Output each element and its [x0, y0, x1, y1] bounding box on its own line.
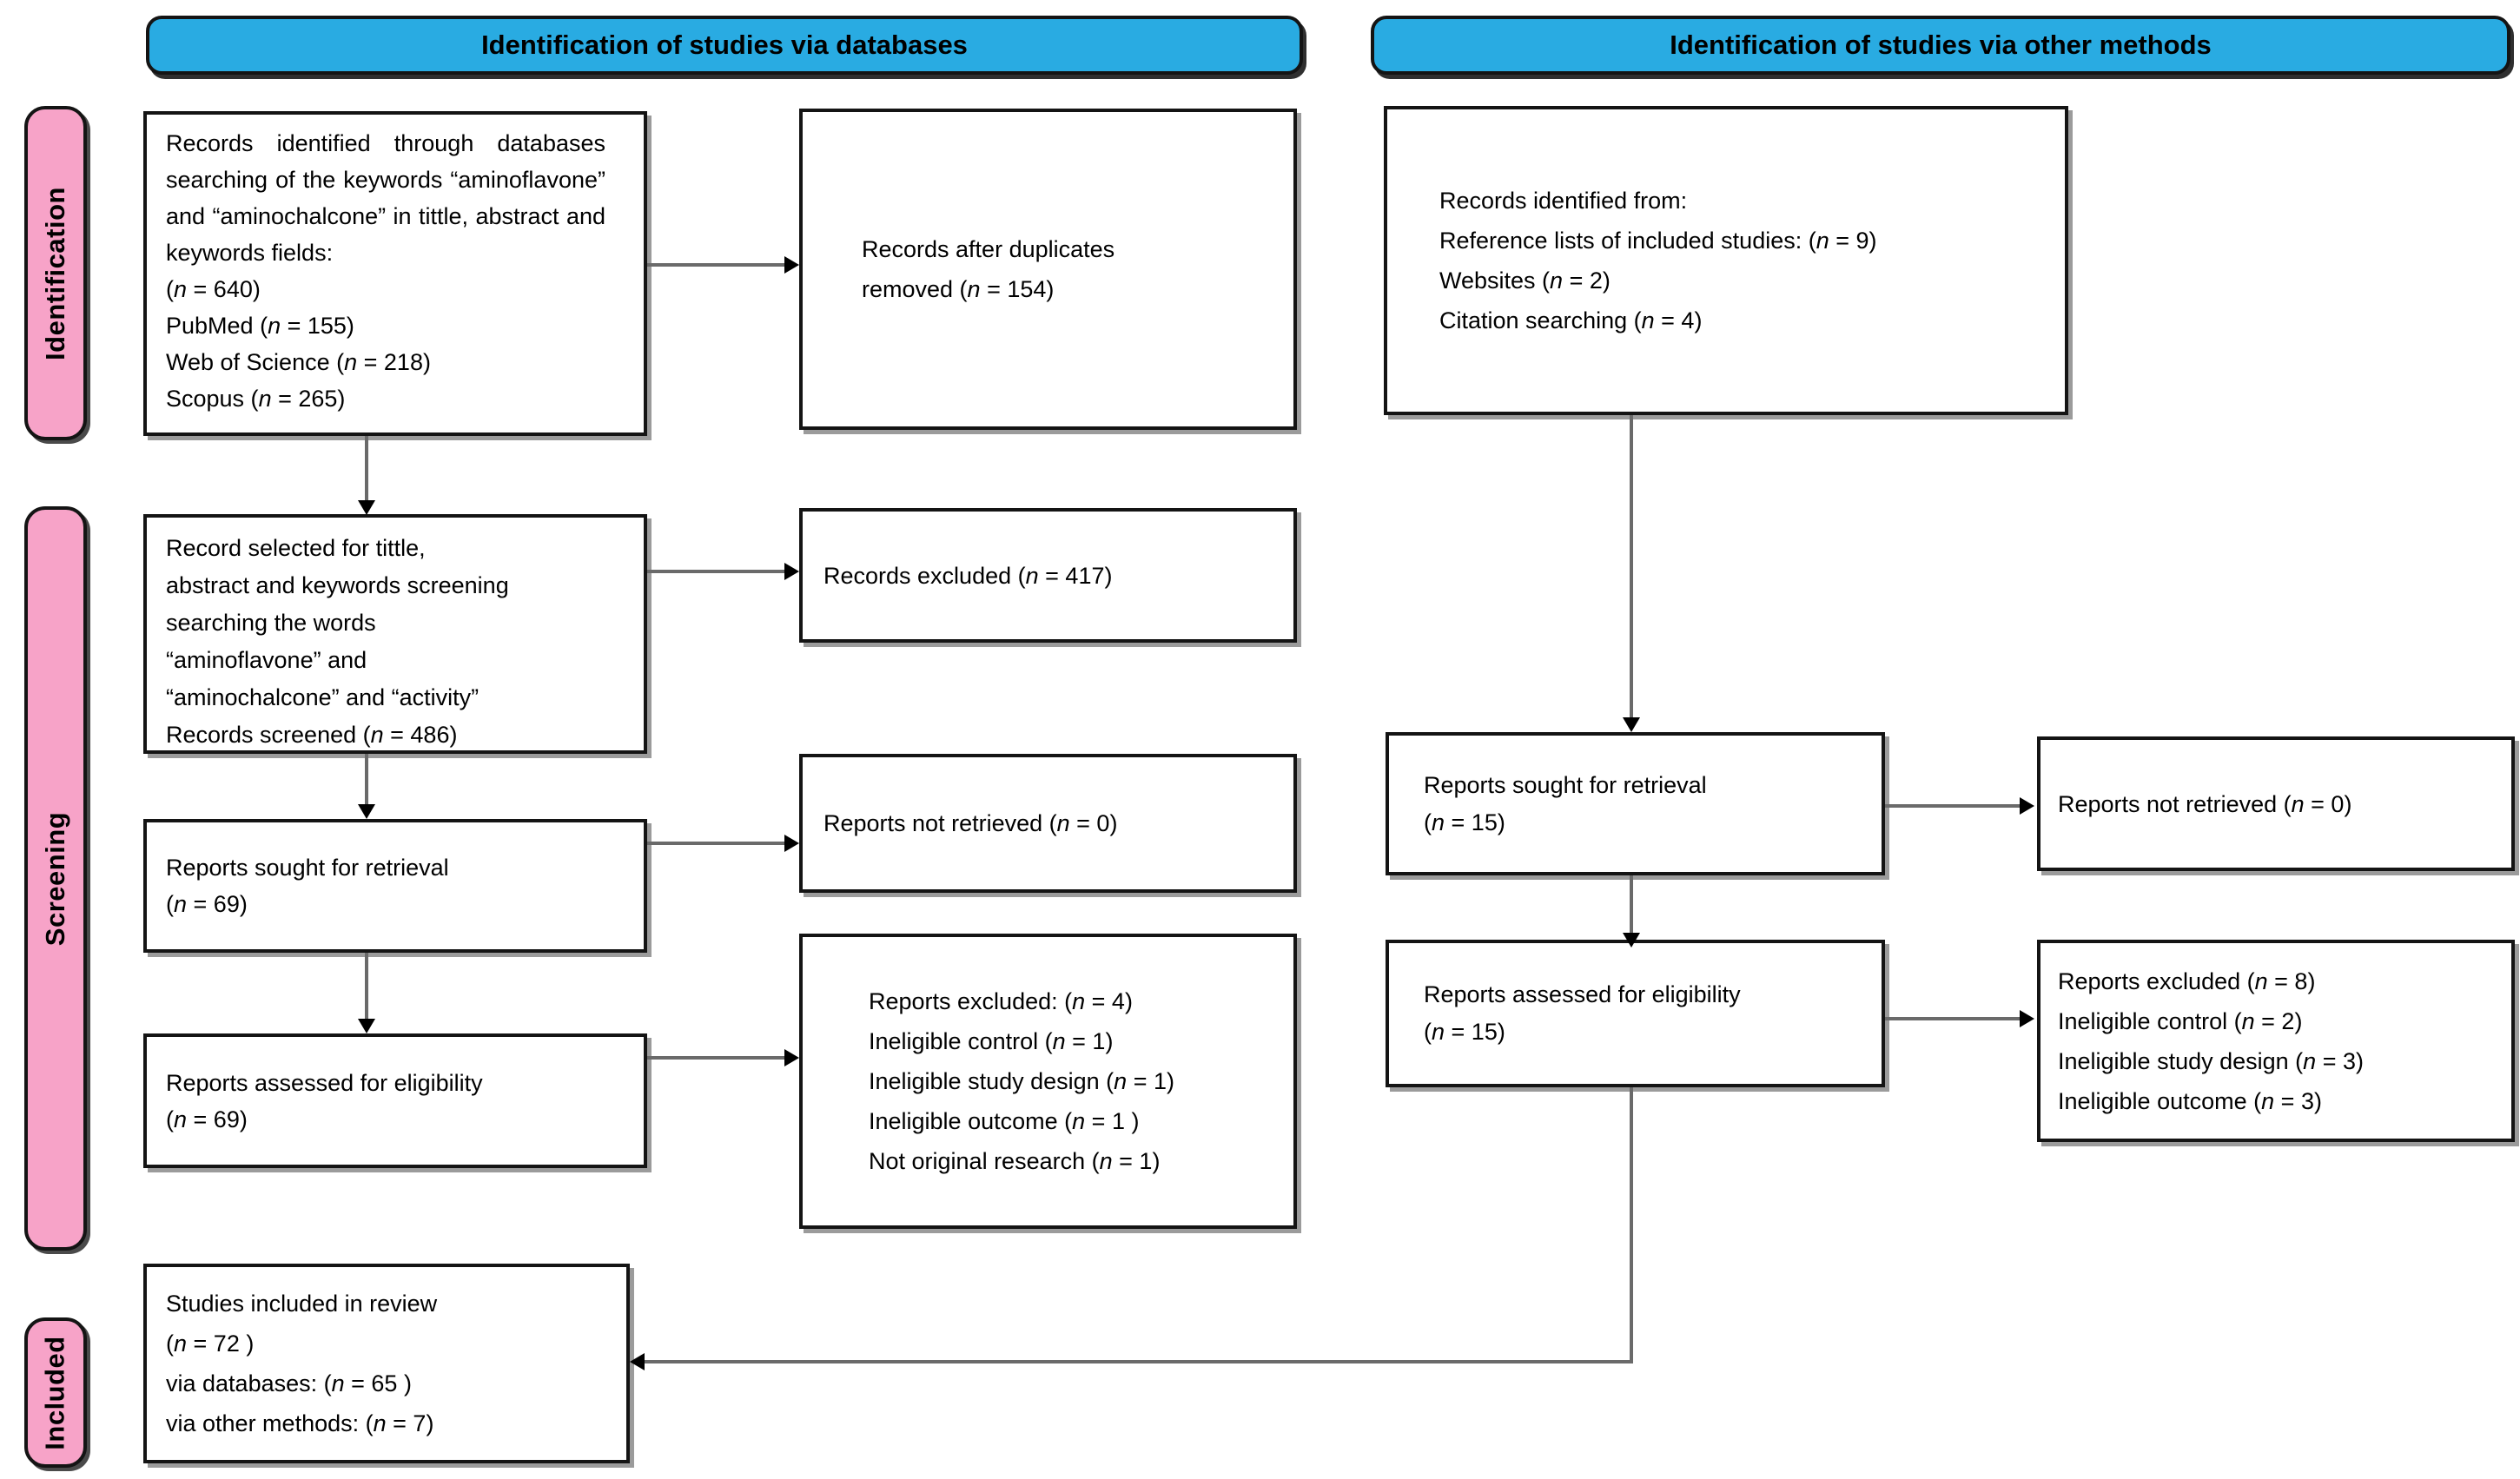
text-line: Reports assessed for eligibility [1424, 981, 1741, 1007]
arrowhead-identified-to-duplicates [784, 256, 799, 274]
text-line: Ineligible control (n = 1) [869, 1028, 1114, 1054]
box-records-identified-other: Records identified from: Reference lists… [1384, 106, 2068, 415]
box-reports-not-retrieved-databases: Reports not retrieved (n = 0) [799, 754, 1297, 893]
text-line: via other methods: (n = 7) [166, 1410, 434, 1436]
arrowhead-other-assessed-to-included [630, 1353, 645, 1370]
box-studies-included: Studies included in review (n = 72 ) via… [143, 1264, 630, 1463]
text-line: (n = 640) [166, 276, 261, 302]
header-other-methods-label: Identification of studies via other meth… [1670, 30, 2212, 60]
text-line: Record selected for tittle, [166, 535, 426, 561]
header-databases: Identification of studies via databases [146, 16, 1303, 75]
box-reports-excluded-databases: Reports excluded: (n = 4) Ineligible con… [799, 934, 1297, 1229]
text-line: Citation searching (n = 4) [1439, 307, 1703, 333]
arrow-other-sought-to-assessed [1630, 875, 1633, 936]
arrowhead-screened-to-sought [358, 804, 375, 819]
box-reports-excluded-other: Reports excluded (n = 8) Ineligible cont… [2037, 940, 2515, 1142]
arrowhead-assessed-to-excluded [784, 1049, 799, 1066]
text-line: (n = 69) [166, 1106, 248, 1132]
text-line: Records screened (n = 486) [166, 722, 458, 748]
text-line: Ineligible control (n = 2) [2058, 1007, 2303, 1034]
text-line: searching the words [166, 610, 376, 636]
text-line: Reports not retrieved (n = 0) [2058, 790, 2352, 817]
text-line: (n = 72 ) [166, 1330, 255, 1357]
text-line: Ineligible outcome (n = 1 ) [869, 1108, 1140, 1134]
text-line: Reports excluded (n = 8) [2058, 967, 2316, 994]
text-line: Reports excluded: (n = 4) [869, 988, 1133, 1014]
text-line: abstract and keywords screening [166, 572, 509, 598]
text-line: via databases: (n = 65 ) [166, 1370, 412, 1396]
arrowhead-other-assessed-to-excluded [2020, 1010, 2034, 1027]
text-line: Websites (n = 2) [1439, 267, 1611, 294]
box-records-screened: Record selected for tittle, abstract and… [143, 514, 647, 754]
text-line: Not original research (n = 1) [869, 1148, 1161, 1174]
text-line: Ineligible study design (n = 1) [869, 1068, 1174, 1094]
text-line: Records identified from: [1439, 188, 1688, 214]
box-records-identified-databases: Records identified through databases sea… [143, 111, 647, 436]
arrow-other-assessed-to-excluded [1885, 1017, 2024, 1020]
box-reports-sought-other: Reports sought for retrieval (n = 15) [1386, 732, 1885, 875]
arrowhead-sought-to-not-retrieved [784, 835, 799, 852]
text-line: PubMed (n = 155) [166, 313, 354, 339]
text-line: Ineligible study design (n = 3) [2058, 1047, 2364, 1074]
text-line: removed (n = 154) [862, 276, 1055, 302]
arrow-assessed-to-excluded [647, 1056, 789, 1060]
box-reports-not-retrieved-other: Reports not retrieved (n = 0) [2037, 736, 2515, 871]
arrow-screened-to-excluded [647, 570, 789, 573]
stage-bar-included-label: Included [40, 1335, 71, 1450]
text-line: Studies included in review [166, 1291, 438, 1317]
arrowhead-screened-to-excluded [784, 563, 799, 580]
arrow-other-assessed-down-segment [1630, 1087, 1633, 1363]
text-line: Web of Science (n = 218) [166, 349, 431, 375]
arrow-other-identified-to-sought [1630, 415, 1633, 721]
text-line: Ineligible outcome (n = 3) [2058, 1087, 2322, 1114]
text-line: “aminoflavone” and [166, 647, 367, 673]
header-other-methods: Identification of studies via other meth… [1371, 16, 2510, 75]
box-reports-assessed-other: Reports assessed for eligibility (n = 15… [1386, 940, 1885, 1087]
text-line: Reports not retrieved (n = 0) [823, 810, 1118, 836]
text-line: Records after duplicates [862, 236, 1115, 262]
arrowhead-other-identified-to-sought [1623, 717, 1640, 732]
text-line: (n = 15) [1424, 809, 1505, 835]
arrowhead-other-sought-to-not-retrieved [2020, 797, 2034, 815]
text-line: Reports assessed for eligibility [166, 1069, 483, 1096]
text-line: Records excluded (n = 417) [823, 562, 1113, 589]
text-line: Reports sought for retrieval [1424, 771, 1707, 798]
header-databases-label: Identification of studies via databases [481, 30, 968, 60]
text-line: (n = 69) [166, 891, 248, 917]
arrowhead-other-sought-to-assessed [1623, 933, 1640, 947]
box-records-excluded: Records excluded (n = 417) [799, 508, 1297, 643]
arrow-identified-to-screened [365, 436, 368, 504]
arrow-screened-to-sought [365, 754, 368, 808]
text-line: Reference lists of included studies: (n … [1439, 228, 1877, 254]
text-line: Records identified through databases sea… [166, 130, 605, 266]
arrow-sought-to-assessed [365, 953, 368, 1022]
stage-bar-identification-label: Identification [40, 186, 71, 360]
stage-bar-included: Included [24, 1317, 87, 1468]
text-line: “aminochalcone” and “activity” [166, 684, 480, 710]
arrow-other-sought-to-not-retrieved [1885, 804, 2024, 808]
arrow-identified-to-duplicates [647, 263, 789, 267]
arrow-sought-to-not-retrieved [647, 842, 789, 845]
box-duplicates-removed: Records after duplicates removed (n = 15… [799, 109, 1297, 430]
text-line: Scopus (n = 265) [166, 386, 346, 412]
box-reports-sought-databases: Reports sought for retrieval (n = 69) [143, 819, 647, 953]
text-line: (n = 15) [1424, 1019, 1505, 1045]
stage-bar-screening-label: Screening [40, 811, 71, 946]
arrowhead-sought-to-assessed [358, 1019, 375, 1033]
text-line: Reports sought for retrieval [166, 855, 449, 881]
box-reports-assessed-databases: Reports assessed for eligibility (n = 69… [143, 1033, 647, 1168]
arrow-other-assessed-to-included [645, 1360, 1633, 1363]
stage-bar-screening: Screening [24, 506, 87, 1251]
stage-bar-identification: Identification [24, 106, 87, 440]
arrowhead-identified-to-screened [358, 500, 375, 515]
